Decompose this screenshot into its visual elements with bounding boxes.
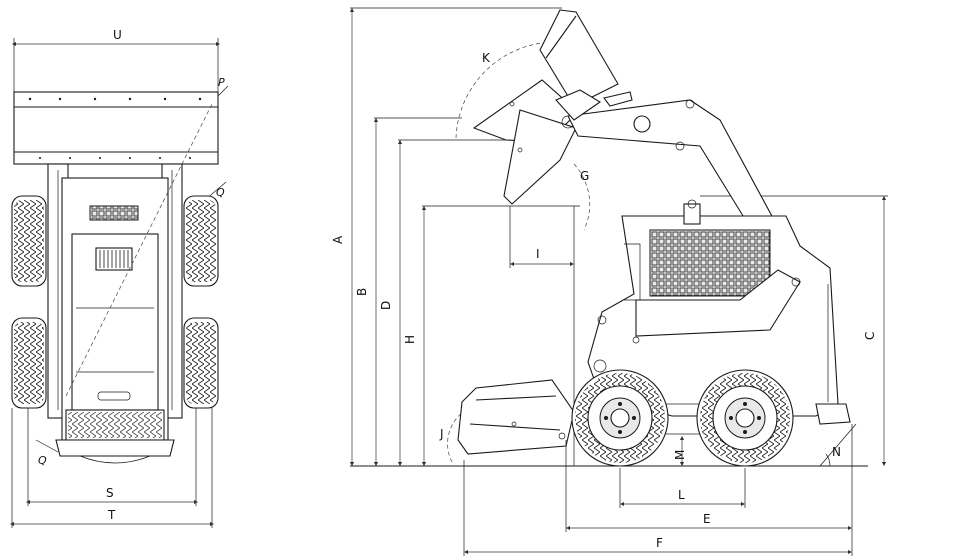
label-d: D bbox=[379, 301, 393, 310]
label-l: L bbox=[678, 488, 685, 502]
angle-n: N bbox=[819, 423, 857, 467]
dimension-b: B bbox=[355, 117, 462, 467]
dimension-m: M bbox=[673, 435, 687, 467]
tire-rear-right bbox=[183, 317, 219, 409]
dimension-h: H bbox=[403, 205, 580, 467]
bucket-lowered bbox=[457, 379, 575, 455]
label-h: H bbox=[403, 335, 417, 344]
label-s: S bbox=[106, 486, 114, 500]
label-q-lower: Q bbox=[38, 454, 47, 467]
top-view: U P Q bbox=[9, 28, 229, 528]
dimension-e: E bbox=[565, 424, 853, 556]
label-t: T bbox=[107, 508, 116, 522]
label-i: I bbox=[536, 247, 540, 261]
dimension-f: F bbox=[463, 460, 853, 556]
label-n: N bbox=[832, 445, 841, 459]
label-a: A bbox=[331, 235, 345, 244]
tire-front-right bbox=[183, 195, 219, 287]
label-c: C bbox=[863, 332, 877, 340]
label-g: G bbox=[580, 169, 589, 183]
tire-rear-left bbox=[11, 317, 47, 409]
label-k: K bbox=[482, 51, 491, 65]
label-u: U bbox=[113, 28, 122, 42]
label-b: B bbox=[355, 288, 369, 296]
dimension-a: A bbox=[331, 7, 562, 467]
angle-g: G bbox=[573, 163, 591, 231]
tire-front-left bbox=[11, 195, 47, 287]
label-j: J bbox=[439, 427, 444, 441]
label-m: M bbox=[673, 450, 687, 460]
dimension-u: U bbox=[11, 28, 221, 92]
label-p: P bbox=[218, 76, 225, 89]
dimension-d: D bbox=[379, 139, 506, 467]
dimension-l: L bbox=[619, 468, 746, 508]
bucket-top-view bbox=[13, 91, 219, 165]
dimension-q-lower: Q bbox=[35, 439, 59, 467]
angle-k: K bbox=[455, 41, 559, 139]
label-q-upper: Q bbox=[216, 186, 225, 199]
bucket-dump bbox=[472, 79, 579, 205]
dimension-s: S bbox=[25, 408, 199, 506]
wheel-rear bbox=[696, 369, 794, 467]
label-f: F bbox=[656, 536, 663, 550]
side-view: A B D H C K G bbox=[331, 7, 888, 556]
wheel-front bbox=[571, 369, 669, 467]
bucket-raised-full bbox=[539, 9, 633, 107]
label-e: E bbox=[703, 512, 711, 526]
dimension-t: T bbox=[9, 408, 215, 528]
